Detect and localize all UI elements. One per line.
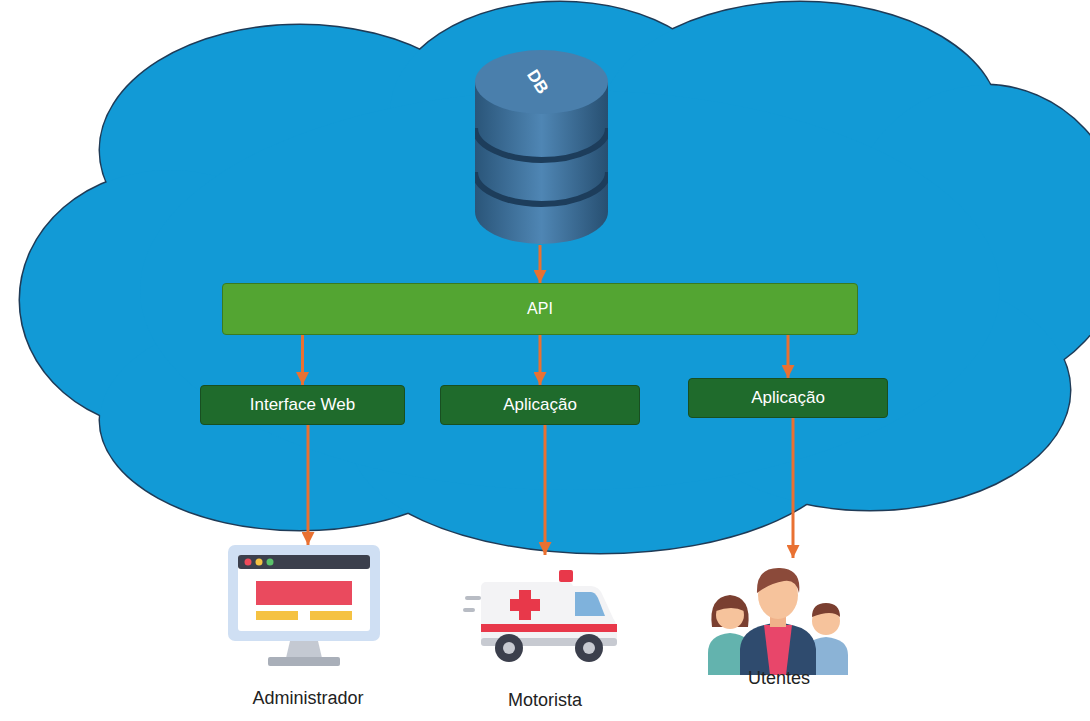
box-label: API bbox=[527, 300, 553, 318]
monitor-icon bbox=[228, 545, 380, 667]
flow-arrow bbox=[787, 335, 790, 378]
application-box: Aplicação bbox=[440, 385, 640, 425]
api-bar: API bbox=[222, 283, 858, 335]
interface-box: Interface Web bbox=[200, 385, 405, 425]
flow-arrow bbox=[307, 425, 310, 545]
box-label: Interface Web bbox=[250, 395, 356, 415]
people-icon bbox=[700, 563, 856, 675]
application-box: Aplicação bbox=[688, 378, 888, 418]
user-icon-node: Motorista bbox=[451, 555, 639, 711]
box-label: Aplicação bbox=[503, 395, 577, 415]
database-cylinder: DB bbox=[475, 48, 608, 245]
role-label: Administrador bbox=[214, 688, 402, 709]
box-label: Aplicação bbox=[751, 388, 825, 408]
flow-arrow bbox=[544, 425, 547, 555]
flow-arrow bbox=[301, 335, 304, 385]
flow-arrow bbox=[792, 418, 795, 558]
flow-arrow bbox=[539, 245, 542, 283]
user-icon-node: Administrador bbox=[214, 545, 402, 709]
role-label: Utentes bbox=[685, 668, 873, 689]
user-icon-node: Utentes bbox=[699, 558, 887, 689]
ambulance-icon bbox=[463, 568, 619, 666]
flow-arrow bbox=[539, 335, 542, 385]
role-label: Motorista bbox=[451, 690, 639, 711]
